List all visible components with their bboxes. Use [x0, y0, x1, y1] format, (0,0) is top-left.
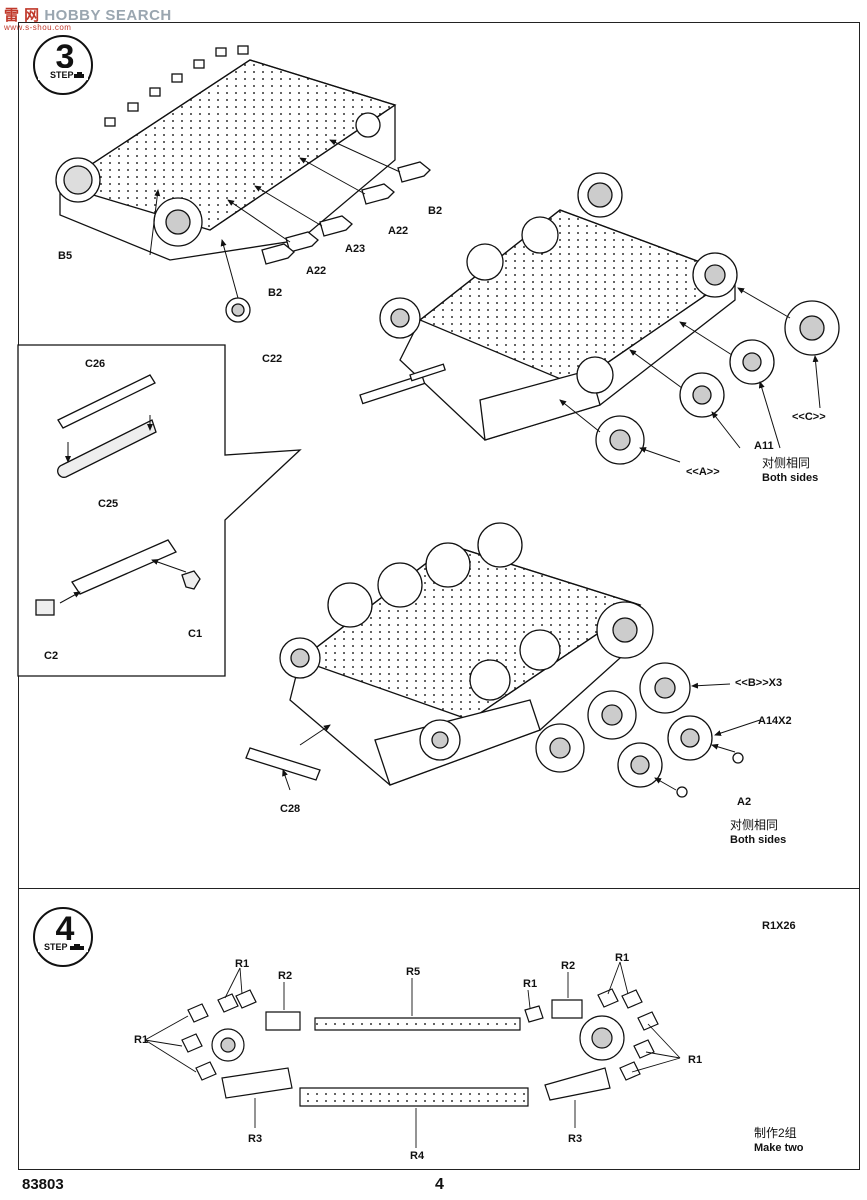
- note-both-sides-2: 对侧相同 Both sides: [730, 818, 786, 848]
- label-b2-lower: B2: [268, 287, 283, 299]
- step-4-word: STEP: [44, 942, 68, 952]
- label-r1-a: R1: [235, 958, 250, 970]
- label-c28: C28: [280, 803, 301, 815]
- label-c22: C22: [262, 353, 283, 365]
- hull-middle: [359, 172, 738, 441]
- step-3-word: STEP: [50, 70, 74, 80]
- step-3-badge: 3 STEP: [33, 35, 93, 95]
- step-4-number: 4: [56, 910, 75, 948]
- track-assembly: [181, 988, 659, 1107]
- label-a11: A11: [754, 440, 774, 452]
- inset-callout: [17, 344, 302, 677]
- label-c-ref: <<C>>: [792, 411, 826, 423]
- label-a23: A23: [345, 243, 366, 255]
- label-r1-b: R1: [523, 978, 538, 990]
- label-r3-right: R3: [568, 1133, 583, 1145]
- label-r4: R4: [410, 1150, 425, 1162]
- hull-lower: [245, 522, 654, 786]
- label-b5: B5: [58, 250, 73, 262]
- label-c26: C26: [85, 358, 106, 370]
- label-r1x26: R1X26: [762, 920, 796, 932]
- note-cn: 对侧相同: [730, 818, 779, 832]
- note-make-two: 制作2组 Make two: [754, 1126, 804, 1156]
- label-r2-right: R2: [561, 960, 576, 972]
- label-r5: R5: [406, 966, 421, 978]
- note-cn: 制作2组: [754, 1126, 797, 1140]
- label-a-ref: <<A>>: [686, 466, 720, 478]
- watermark: 雷 网 HOBBY SEARCH www.s-shou.com: [4, 4, 172, 32]
- kit-number: 83803: [22, 1176, 64, 1193]
- section-divider: [18, 888, 860, 889]
- label-r2-left: R2: [278, 970, 293, 982]
- label-a2: A2: [737, 796, 752, 808]
- road-wheels-middle: [595, 300, 840, 465]
- page-number: 4: [435, 1176, 444, 1193]
- label-a22-lower: A22: [306, 265, 327, 277]
- label-r1-c: R1: [615, 952, 630, 964]
- inset-parts: [35, 374, 201, 616]
- label-a14x2: A14X2: [758, 715, 792, 727]
- note-both-sides-1: 对侧相同 Both sides: [762, 456, 818, 486]
- label-r1-d: R1: [134, 1034, 149, 1046]
- note-en: Both sides: [730, 834, 787, 846]
- label-r3-left: R3: [248, 1133, 263, 1145]
- label-a22-upper: A22: [388, 225, 409, 237]
- watermark-brand: HOBBY SEARCH: [44, 7, 172, 24]
- suspension-arms: [225, 161, 431, 323]
- label-b-x3: <<B>>X3: [735, 677, 783, 689]
- label-r1-e: R1: [688, 1054, 703, 1066]
- label-b2-upper: B2: [428, 205, 443, 217]
- hull-upper: [55, 45, 397, 261]
- label-c25: C25: [98, 498, 119, 510]
- note-en: Make two: [754, 1142, 804, 1154]
- note-en: Both sides: [762, 472, 819, 484]
- road-wheels-lower: [535, 662, 744, 798]
- watermark-mark: 雷 网: [4, 7, 40, 24]
- step-3-number: 3: [56, 38, 75, 76]
- step-4-badge: 4 STEP: [33, 907, 93, 967]
- watermark-sub: www.s-shou.com: [4, 23, 72, 32]
- label-c2: C2: [44, 650, 59, 662]
- label-c1: C1: [188, 628, 203, 640]
- note-cn: 对侧相同: [762, 456, 811, 470]
